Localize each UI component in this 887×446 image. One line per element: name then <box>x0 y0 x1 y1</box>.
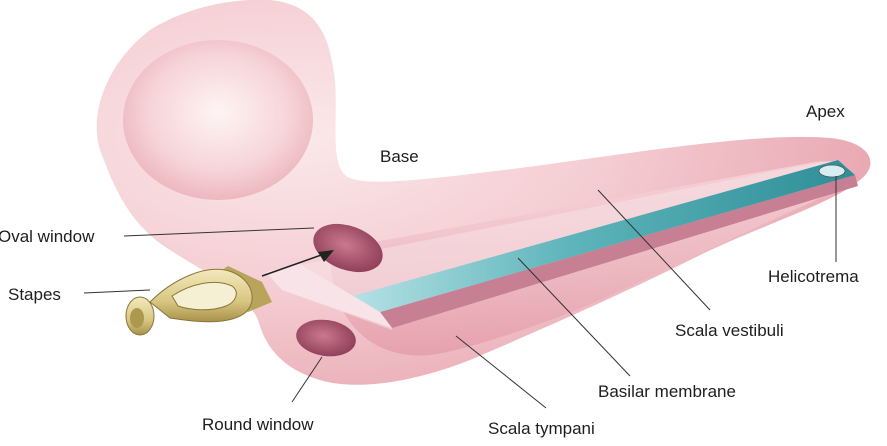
label-scala-tympani: Scala tympani <box>488 420 595 437</box>
label-scala-vestibuli: Scala vestibuli <box>675 322 784 339</box>
label-oval-window: Oval window <box>0 228 94 245</box>
helicotrema-opening <box>819 165 845 177</box>
label-round-window: Round window <box>202 416 314 433</box>
label-stapes: Stapes <box>8 286 61 303</box>
label-basilar-membrane: Basilar membrane <box>598 383 736 400</box>
label-helicotrema: Helicotrema <box>768 268 859 285</box>
label-apex: Apex <box>806 103 845 120</box>
label-base: Base <box>380 148 419 165</box>
